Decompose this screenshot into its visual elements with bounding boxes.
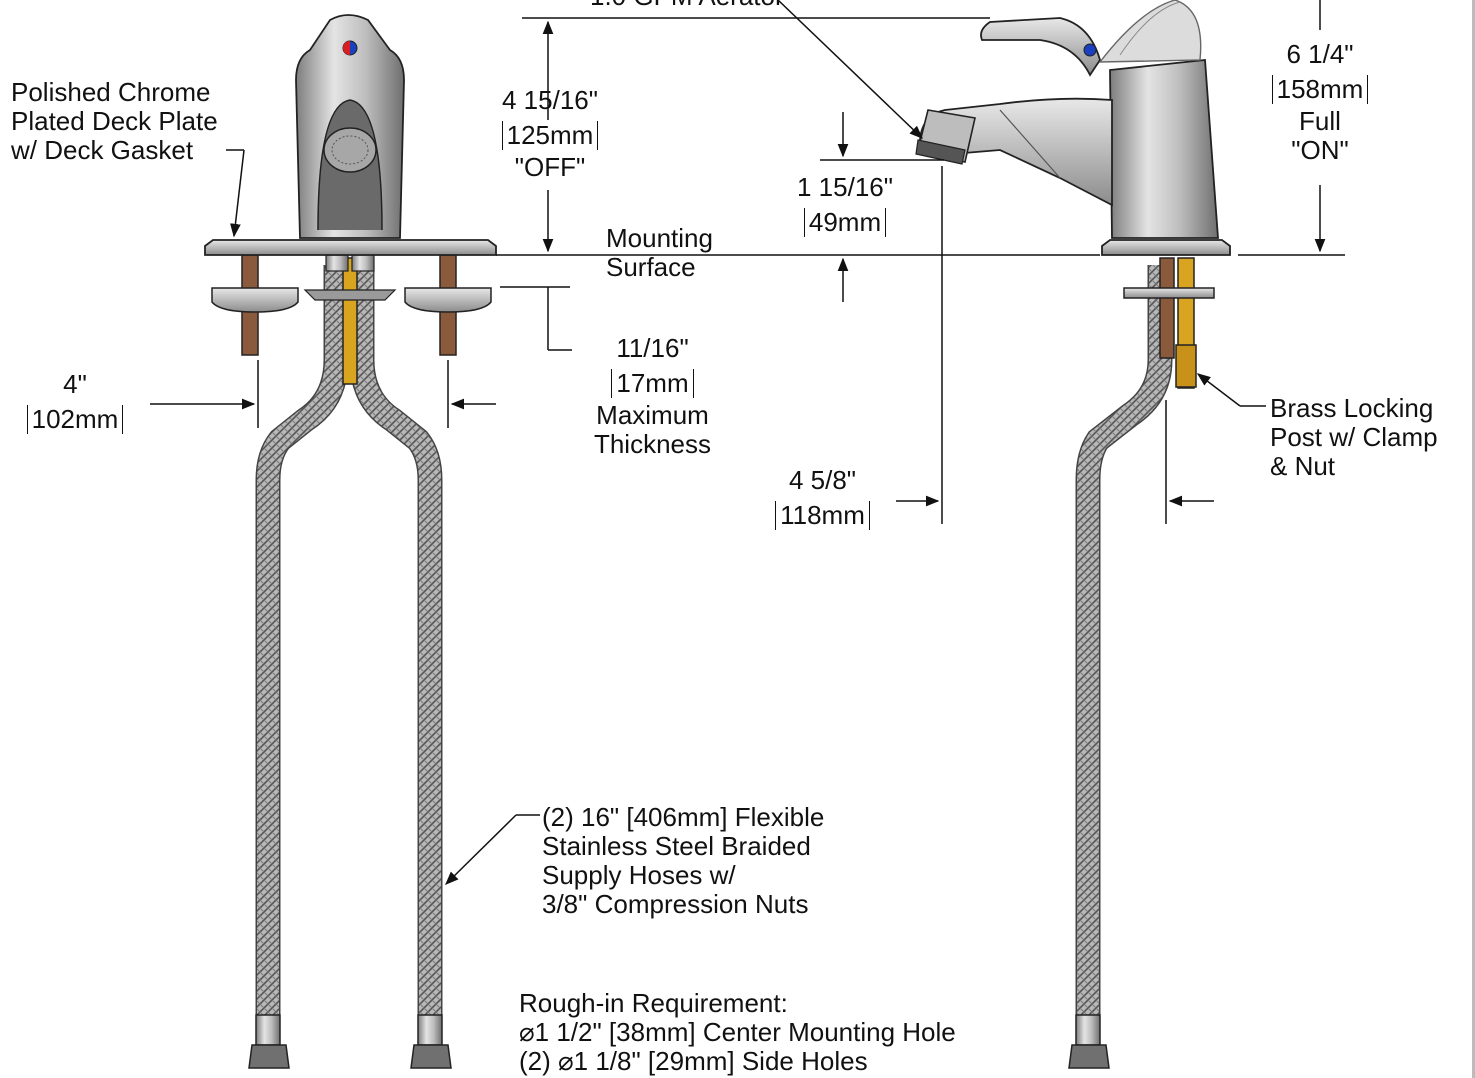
hoses-label: (2) 16" [406mm] Flexible Stainless Steel… [542, 803, 824, 919]
deck-plate-label: Polished Chrome Plated Deck Plate w/ Dec… [11, 78, 218, 165]
hoses-line: (2) 16" [406mm] Flexible [542, 802, 825, 832]
max-thickness-in: 11/16" [616, 333, 689, 363]
rough-in-line: ⌀1 1/2" [38mm] Center Mounting Hole [519, 1017, 956, 1047]
locking-post-line: Post w/ Clamp [1270, 422, 1438, 452]
spacing-in: 4" [63, 369, 87, 399]
spacing-mm: 102mm [26, 405, 124, 434]
rough-in-line: Rough-in Requirement: [519, 988, 788, 1018]
hoses-line: 3/8" Compression Nuts [542, 889, 809, 919]
max-thickness-label: Thickness [593, 429, 712, 459]
deck-plate-line: w/ Deck Gasket [11, 135, 194, 165]
locking-post-label: Brass Locking Post w/ Clamp & Nut [1270, 394, 1438, 481]
hot-cold-indicator [342, 40, 358, 56]
off-label: "OFF" [514, 152, 586, 182]
hoses-line: Supply Hoses w/ [542, 860, 736, 890]
mounting-surface-line: Mounting [606, 223, 713, 253]
dimension-lines [150, 0, 1345, 885]
reach-in: 4 5/8" [788, 465, 857, 495]
deck-plate-line: Polished Chrome [11, 77, 211, 107]
locking-post-line: Brass Locking [1270, 393, 1434, 423]
reach-dimension: 4 5/8" 118mm [750, 466, 895, 530]
rough-in-label: Rough-in Requirement: ⌀1 1/2" [38mm] Cen… [519, 989, 956, 1076]
spout-height-dimension: 1 15/16" 49mm [770, 173, 920, 237]
max-thickness-mm: 17mm [611, 369, 694, 398]
on-height-mm: 158mm [1271, 75, 1369, 104]
on-height-dimension: 6 1/4" 158mm Full "ON" [1250, 40, 1390, 165]
faucet-side-view [915, 0, 1231, 1069]
aerator-label: 1.0 GPM Aerator [590, 0, 784, 11]
on-height-in: 6 1/4" [1286, 39, 1354, 69]
off-height-dimension: 4 15/16" 125mm "OFF" [470, 86, 630, 182]
spacing-dimension: 4" 102mm [10, 370, 140, 434]
spout-height-mm: 49mm [803, 208, 887, 237]
mounting-surface-label: Mounting Surface [606, 224, 713, 282]
max-thickness-dimension: 11/16" 17mm Maximum Thickness [575, 334, 730, 459]
deck-plate-line: Plated Deck Plate [11, 106, 218, 136]
hoses-line: Stainless Steel Braided [542, 831, 811, 861]
off-height-mm: 125mm [501, 121, 599, 150]
rough-in-line: (2) ⌀1 1/8" [29mm] Side Holes [519, 1046, 868, 1076]
off-height-in: 4 15/16" [502, 85, 598, 115]
mounting-surface-line: Surface [606, 252, 696, 282]
locking-post-line: & Nut [1270, 451, 1336, 481]
faucet-front-view [204, 14, 497, 1069]
reach-mm: 118mm [775, 501, 870, 530]
page-edge [1472, 0, 1475, 1078]
spout-height-in: 1 15/16" [797, 172, 893, 202]
on-label: "ON" [1291, 135, 1349, 165]
on-label: Full [1299, 106, 1341, 136]
max-thickness-label: Maximum [596, 400, 709, 430]
